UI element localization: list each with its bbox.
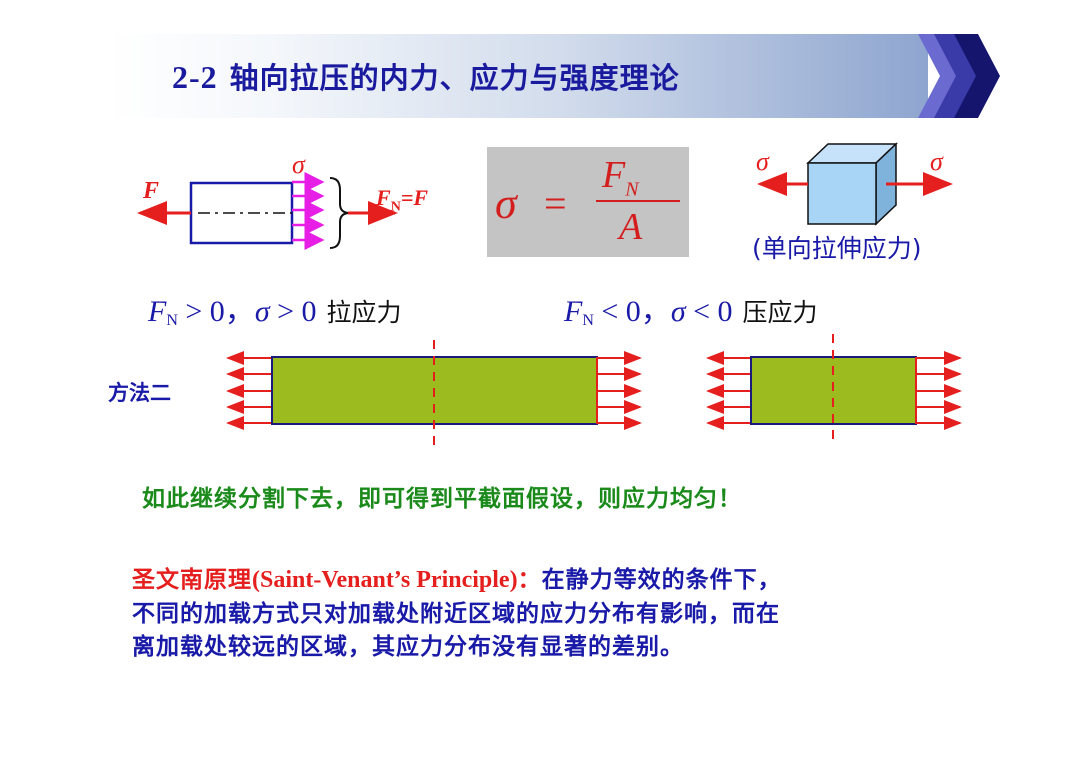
compression-expr2: < 0 bbox=[685, 295, 733, 328]
cube-sigma-right: σ bbox=[930, 147, 943, 176]
compression-condition: FN < 0，σ < 0 压应力 bbox=[564, 286, 818, 330]
stress-formula-box bbox=[487, 147, 689, 257]
tension-expr1: > 0， bbox=[177, 295, 255, 328]
stress-cube bbox=[757, 142, 953, 226]
compression-f-sub: N bbox=[582, 312, 594, 329]
formula-sigma: σ bbox=[495, 179, 517, 228]
formula-denominator: A bbox=[619, 206, 643, 248]
cube-sigma-left: σ bbox=[756, 147, 769, 176]
conclusion-text: 如此继续分割下去，即可得到平截面假设，则应力均匀！ bbox=[142, 485, 742, 512]
header-band bbox=[108, 34, 928, 118]
tension-f-sub: N bbox=[166, 312, 178, 329]
compression-expr1: < 0， bbox=[593, 295, 671, 328]
chevron-decoration-icon bbox=[918, 34, 1000, 118]
principle-colon: ： bbox=[517, 566, 542, 593]
free-body-bar bbox=[137, 181, 294, 245]
axial-force-label: FN=F bbox=[376, 185, 428, 215]
principle-line-1: 圣文南原理(Saint-Venant’s Principle)：在静力等效的条件… bbox=[132, 563, 1012, 597]
page-title: 2-2 轴向拉压的内力、应力与强度理论 bbox=[172, 55, 680, 97]
fn-eq: =F bbox=[400, 185, 429, 210]
tension-f: F bbox=[148, 295, 167, 328]
force-label: F bbox=[143, 178, 160, 204]
principle-term: 圣文南原理 bbox=[132, 566, 252, 593]
fn-f: F bbox=[376, 185, 391, 210]
stress-arrows-magenta bbox=[292, 172, 325, 250]
formula-equals: = bbox=[544, 181, 567, 226]
principle-line-3: 离加载处较远的区域，其应力分布没有显著的差别。 bbox=[132, 633, 684, 660]
principle-line1-rest: 在静力等效的条件下， bbox=[541, 566, 782, 593]
brace-icon bbox=[329, 177, 349, 249]
fn-sub: N bbox=[390, 199, 401, 215]
segment-bar-right bbox=[706, 334, 962, 446]
principle-line-2: 不同的加载方式只对加载处附近区域的应力分布有影响，而在 bbox=[132, 600, 780, 627]
tension-sigma: σ bbox=[254, 295, 270, 328]
formula-num-sub: N bbox=[625, 178, 639, 201]
tension-label: 拉应力 bbox=[326, 298, 402, 327]
segment-bar-left bbox=[226, 340, 642, 452]
fraction-bar bbox=[596, 200, 680, 202]
section-title: 轴向拉压的内力、应力与强度理论 bbox=[229, 61, 680, 95]
formula-numerator: FN bbox=[602, 153, 639, 202]
compression-label: 压应力 bbox=[742, 298, 818, 327]
section-number: 2-2 bbox=[172, 59, 218, 95]
formula-num-f: F bbox=[602, 154, 626, 196]
tension-expr2: > 0 bbox=[269, 295, 317, 328]
uniaxial-caption: (单向拉伸应力) bbox=[752, 234, 922, 263]
compression-f: F bbox=[564, 295, 583, 328]
compression-sigma: σ bbox=[670, 295, 686, 328]
saint-venant-principle: 圣文南原理(Saint-Venant’s Principle)：在静力等效的条件… bbox=[132, 563, 1012, 663]
method-label: 方法二 bbox=[108, 381, 171, 405]
principle-term-en: (Saint-Venant’s Principle) bbox=[252, 567, 518, 593]
sigma-label: σ bbox=[292, 150, 305, 179]
tension-condition: FN > 0，σ > 0 拉应力 bbox=[148, 286, 402, 330]
